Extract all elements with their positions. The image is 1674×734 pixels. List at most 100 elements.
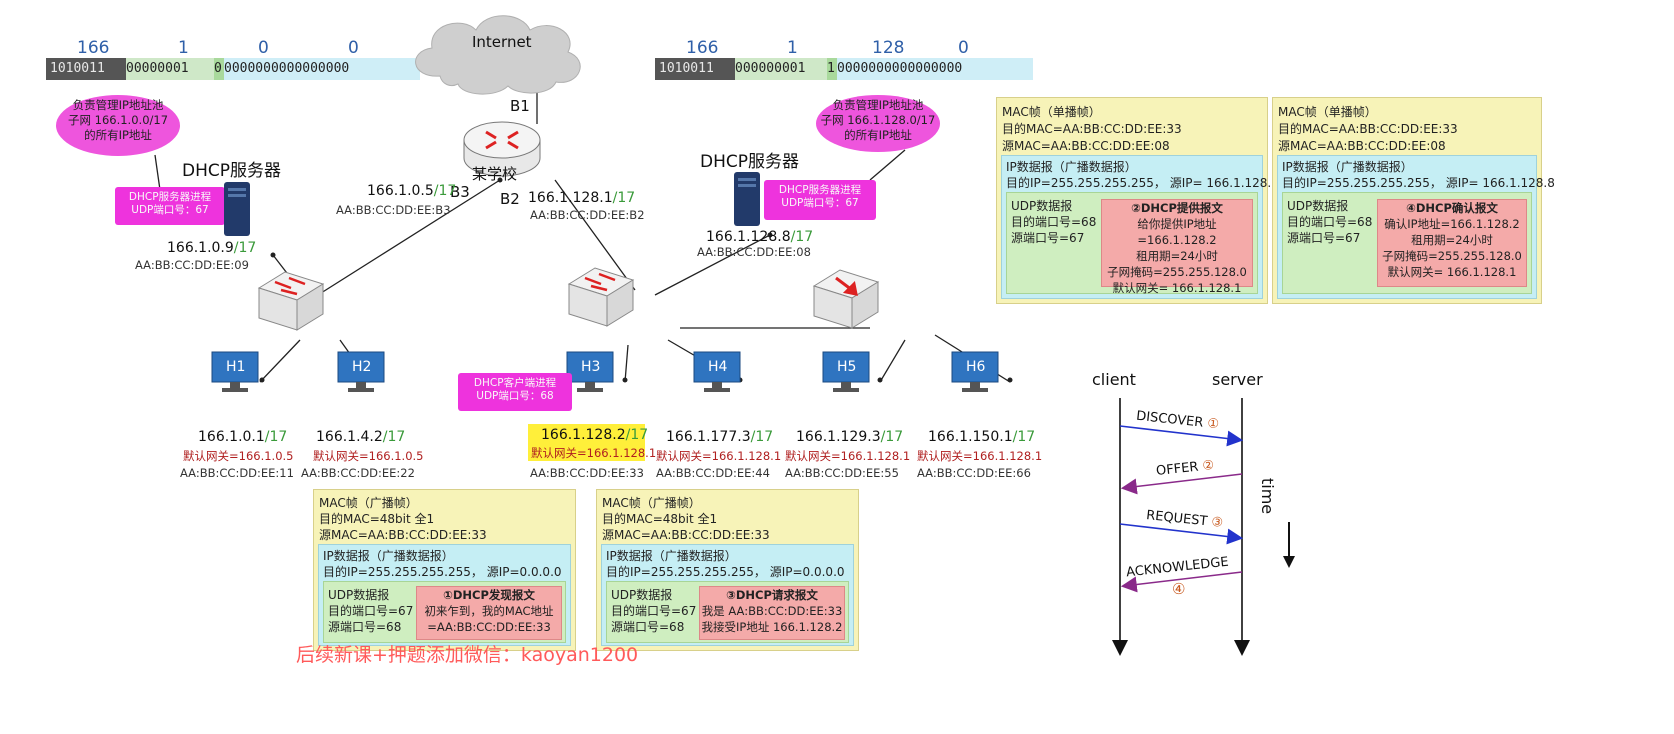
- link-switch-h3: [624, 344, 629, 383]
- udp-src-port: 源端口号=68: [328, 620, 402, 634]
- host-h2: H2: [336, 350, 386, 400]
- octet: 128: [872, 38, 905, 58]
- host-name: H3: [581, 359, 601, 375]
- ip-datagram: IP数据报（广播数据报） 目的IP=255.255.255.255， 源IP= …: [1277, 155, 1555, 299]
- host-ip: 166.1.177.3/17: [666, 429, 774, 445]
- left-server-mac: AA:BB:CC:DD:EE:09: [135, 258, 249, 272]
- host-name: H6: [966, 359, 986, 375]
- octet: 166: [686, 38, 719, 58]
- offer-arrow: [1120, 473, 1243, 495]
- network-bits: 1010011: [46, 58, 126, 80]
- b3-mac: AA:BB:CC:DD:EE:B3: [336, 203, 451, 217]
- host-gateway: 默认网关=166.1.128.1: [917, 449, 1043, 463]
- ip-type: IP数据报（广播数据报）: [606, 549, 737, 563]
- frame-dst-mac: 目的MAC=48bit 全1: [319, 512, 435, 526]
- octet: 1: [178, 38, 189, 58]
- request-arrow: [1119, 523, 1244, 545]
- left-address-bits: 1010011 00000001 0 0000000000000000: [46, 58, 420, 80]
- time-arrow: [1283, 522, 1295, 568]
- frame-type: MAC帧（广播帧）: [319, 496, 418, 510]
- host-mac: AA:BB:CC:DD:EE:44: [656, 466, 770, 480]
- udp-dst-port: 目的端口号=67: [611, 604, 697, 618]
- frame-dst-mac: 目的MAC=48bit 全1: [602, 512, 718, 526]
- host-mac: AA:BB:CC:DD:EE:11: [180, 466, 294, 480]
- computer-icon: [951, 351, 999, 392]
- left-server-icon: [224, 182, 250, 236]
- link-switch-h5: [879, 339, 906, 383]
- host-ip: 166.1.129.3/17: [796, 429, 904, 445]
- seq-msg-num: ④: [1172, 580, 1186, 598]
- host-h5: H5: [821, 350, 871, 400]
- hub-icon: [812, 269, 880, 329]
- octet: 0: [348, 38, 359, 58]
- host-h1: H1: [210, 350, 260, 400]
- frame-src-mac: 源MAC=AA:BB:CC:DD:EE:08: [1278, 139, 1446, 153]
- host-mac: AA:BB:CC:DD:EE:66: [917, 466, 1031, 480]
- sequence-diagram: [1112, 398, 1250, 656]
- octet: 0: [958, 38, 969, 58]
- link-switch-h1: [259, 339, 301, 383]
- host-h6: H6: [950, 350, 1000, 400]
- ip-type: IP数据报（广播数据报）: [1006, 160, 1137, 174]
- subnet-bit: 1: [827, 58, 837, 80]
- subnet-bits: 00000001: [126, 58, 214, 80]
- watermark-text: 后续新课+押题添加微信：kaoyan1200: [296, 644, 639, 666]
- internet-label: Internet: [472, 33, 532, 51]
- octet: 166: [77, 38, 110, 58]
- host-ip: 166.1.0.1/17: [198, 429, 288, 445]
- udp-datagram: UDP数据报 目的端口号=67 源端口号=68 ③DHCP请求报文 我是 AA:…: [606, 581, 849, 643]
- host-mac: AA:BB:CC:DD:EE:22: [301, 466, 415, 480]
- seq-server-label: server: [1212, 370, 1263, 389]
- frame-type: MAC帧（单播帧）: [1278, 105, 1377, 119]
- udp-src-port: 源端口号=67: [1011, 231, 1085, 245]
- link-router-switch-right: [554, 179, 636, 291]
- computer-icon: [566, 351, 614, 392]
- frame-type: MAC帧（广播帧）: [602, 496, 701, 510]
- host-name: H5: [837, 359, 857, 375]
- left-dhcp-title: DHCP服务器: [182, 161, 281, 181]
- host-ip: 166.1.128.2/17: [541, 427, 649, 443]
- subnet-bit: 0: [214, 58, 224, 80]
- ip-datagram: IP数据报（广播数据报） 目的IP=255.255.255.255， 源IP=0…: [318, 544, 571, 646]
- b3-ip: 166.1.0.5/17: [367, 183, 457, 199]
- left-server-ip: 166.1.0.9/17: [167, 240, 257, 256]
- router-name: 某学校: [472, 165, 518, 183]
- udp-datagram: UDP数据报 目的端口号=68 源端口号=67 ④DHCP确认报文 确认IP地址…: [1282, 192, 1532, 294]
- udp-src-port: 源端口号=67: [1287, 231, 1361, 245]
- dhcp-request-message: ③DHCP请求报文 我是 AA:BB:CC:DD:EE:33 我接受IP地址 1…: [699, 586, 845, 640]
- router-icon: [463, 121, 541, 177]
- switch-left-icon: [257, 271, 325, 331]
- computer-icon: [822, 351, 870, 392]
- host-gateway: 默认网关=166.1.128.1: [656, 449, 782, 463]
- host-ip: 166.1.150.1/17: [928, 429, 1036, 445]
- frame-src-mac: 源MAC=AA:BB:CC:DD:EE:33: [319, 528, 487, 542]
- discover-mac-frame: MAC帧（广播帧） 目的MAC=48bit 全1 源MAC=AA:BB:CC:D…: [313, 489, 576, 651]
- udp-dst-port: 目的端口号=67: [328, 604, 414, 618]
- computer-icon: [211, 351, 259, 392]
- router-port-b3: B3: [450, 183, 470, 201]
- udp-type: UDP数据报: [1011, 199, 1073, 213]
- frame-src-mac: 源MAC=AA:BB:CC:DD:EE:08: [1002, 139, 1170, 153]
- dhcp-offer-message: ②DHCP提供报文 给你提供IP地址=166.1.128.2 租用期=24小时 …: [1101, 199, 1253, 295]
- ip-addresses: 目的IP=255.255.255.255， 源IP= 166.1.128.8: [1282, 176, 1555, 190]
- frame-dst-mac: 目的MAC=AA:BB:CC:DD:EE:33: [1278, 122, 1458, 136]
- switch-right-icon: [567, 267, 635, 327]
- udp-type: UDP数据报: [328, 588, 390, 602]
- udp-dst-port: 目的端口号=68: [1287, 215, 1373, 229]
- network-bits: 1010011: [655, 58, 735, 80]
- b2-mac: AA:BB:CC:DD:EE:B2: [530, 208, 645, 222]
- internet-cloud-icon: [415, 15, 581, 95]
- discover-arrow: [1119, 425, 1244, 447]
- computer-icon: [337, 351, 385, 392]
- host-ip: 166.1.4.2/17: [316, 429, 406, 445]
- dhcp-ack-message: ④DHCP确认报文 确认IP地址=166.1.128.2 租用期=24小时 子网…: [1377, 199, 1527, 287]
- b2-ip: 166.1.128.1/17: [528, 190, 636, 206]
- host-gateway: 默认网关=166.1.0.5: [313, 449, 424, 463]
- host-name: H4: [708, 359, 728, 375]
- host-mac: AA:BB:CC:DD:EE:33: [530, 466, 644, 480]
- host-gateway: 默认网关=166.1.128.1: [531, 446, 657, 460]
